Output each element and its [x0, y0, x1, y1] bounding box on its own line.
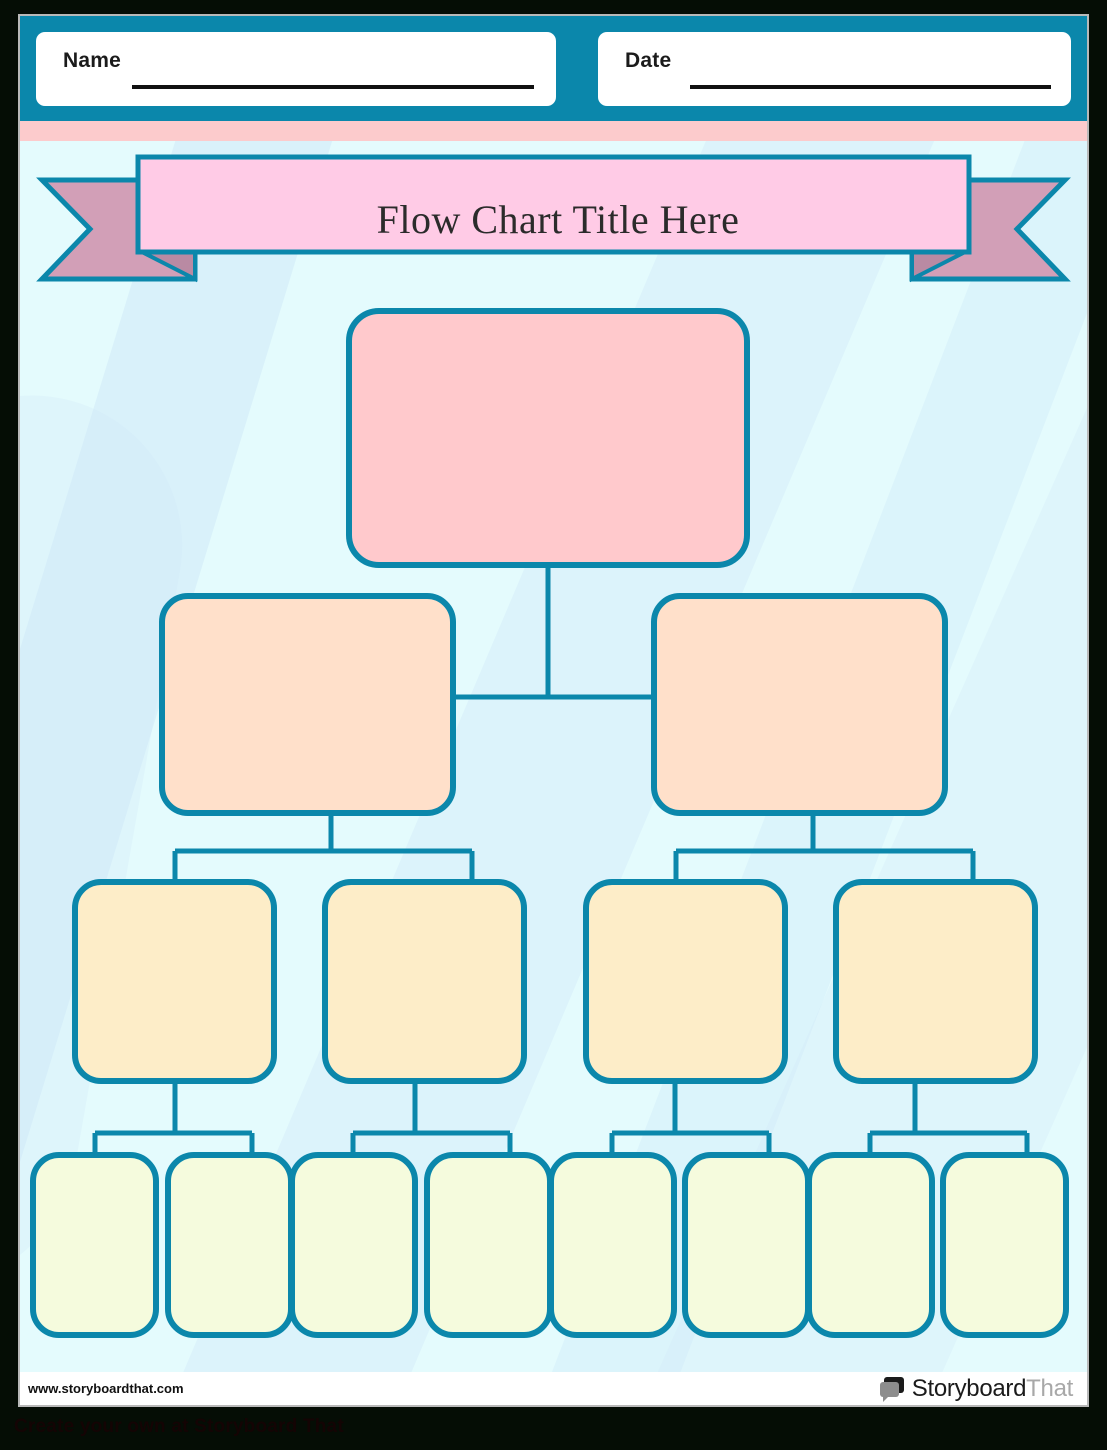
header-band: Name Date — [20, 16, 1087, 121]
bottom-caption: Create your own at Storyboard That — [14, 1416, 344, 1437]
footer: www.storyboardthat.com StoryboardThat — [20, 1372, 1087, 1405]
speech-bubble-icon — [879, 1377, 906, 1402]
flow-node-level4 — [424, 1152, 553, 1338]
banner-face — [135, 154, 972, 255]
logo-text-primary: Storyboard — [911, 1375, 1027, 1402]
flow-node-level4 — [165, 1152, 294, 1338]
flow-chart — [20, 141, 1087, 1372]
banner-title: Flow Chart Title Here — [376, 197, 740, 242]
flow-node-level4 — [30, 1152, 159, 1338]
title-banner: Flow Chart Title Here — [20, 152, 1087, 297]
logo-wordmark: StoryboardThat — [911, 1375, 1074, 1403]
name-write-line[interactable] — [132, 85, 534, 89]
flow-node-level3 — [583, 879, 788, 1084]
footer-url[interactable]: www.storyboardthat.com — [28, 1381, 184, 1396]
date-field[interactable]: Date — [598, 32, 1071, 106]
flow-node-level2 — [159, 593, 456, 816]
flow-node-level3 — [72, 879, 277, 1084]
logo-text-secondary: That — [1026, 1375, 1073, 1402]
date-write-line[interactable] — [690, 85, 1051, 89]
flow-node-level3 — [833, 879, 1038, 1084]
flow-node-level4 — [682, 1152, 811, 1338]
date-label: Date — [625, 49, 672, 72]
flow-node-level1 — [346, 308, 750, 568]
flow-node-level3 — [322, 879, 527, 1084]
pink-divider-strip — [20, 121, 1087, 141]
flow-node-level4 — [940, 1152, 1069, 1338]
flow-node-level2 — [651, 593, 948, 816]
flow-node-level4 — [289, 1152, 418, 1338]
flow-node-level4 — [548, 1152, 677, 1338]
name-label: Name — [63, 49, 121, 72]
name-field[interactable]: Name — [36, 32, 556, 106]
storyboardthat-logo[interactable]: StoryboardThat — [879, 1375, 1074, 1403]
flow-node-level4 — [806, 1152, 935, 1338]
